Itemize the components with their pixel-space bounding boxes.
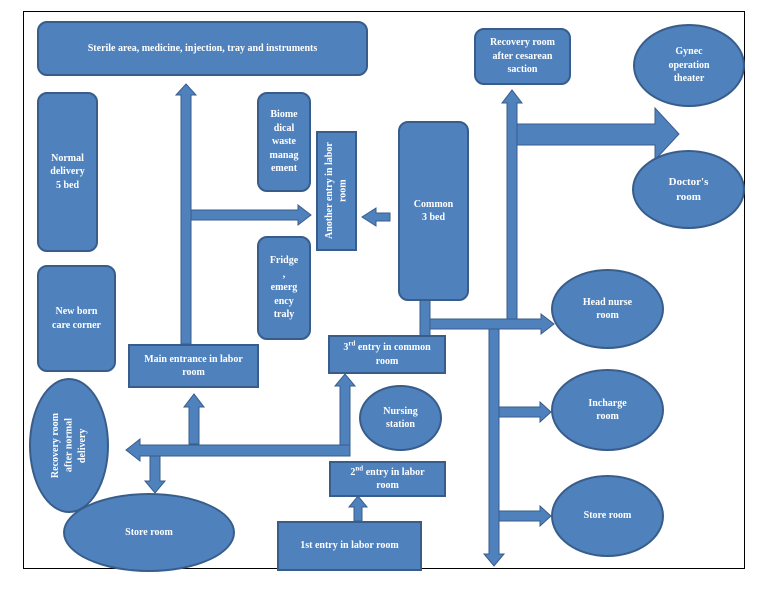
arrow-right-shaft-down — [482, 328, 506, 567]
another-entry-box: Another entry in labor room — [316, 131, 357, 251]
recovery-normal-label: Recovery room after normal delivery — [49, 412, 88, 479]
incharge-room-node: Incharge room — [551, 369, 664, 451]
arrow-first-to-second-entry — [347, 495, 369, 522]
arrow-to-main-entrance — [182, 393, 206, 445]
arrow-common-to-another-entry — [361, 207, 391, 227]
recovery-normal-node: Recovery room after normal delivery — [29, 378, 109, 513]
doctors-room-node: Doctor's room — [632, 150, 745, 229]
gynec-operation-theater-node: Gynec operation theater — [633, 24, 745, 107]
fridge-emergency-tray-box: Fridge , emerg ency traly — [257, 236, 311, 340]
new-born-care-corner-box: New born care corner — [37, 265, 116, 372]
arrow-to-recovery-normal — [125, 437, 351, 463]
arrow-to-gynec-doctor — [516, 106, 680, 162]
third-entry-text: entry in common room — [357, 342, 431, 367]
third-entry-num: 3 — [343, 342, 349, 353]
normal-delivery-box: Normal delivery 5 bed — [37, 92, 98, 252]
first-entry-box: 1st entry in labor room — [277, 521, 422, 571]
arrow-to-third-entry — [333, 373, 357, 446]
store-room-right-node: Store room — [551, 475, 664, 557]
second-entry-sup: nd — [355, 464, 364, 473]
store-room-left-node: Store room — [63, 493, 235, 572]
arrow-to-head-nurse — [421, 312, 555, 336]
nursing-station-node: Nursing station — [359, 385, 442, 451]
third-entry-sup: rd — [348, 339, 356, 348]
main-entrance-box: Main entrance in labor room — [128, 344, 259, 388]
second-entry-label: 2nd entry in labor room — [350, 464, 425, 493]
biomedical-waste-box: Biome dical waste manag ement — [257, 92, 311, 192]
second-entry-num: 2 — [350, 466, 356, 478]
second-entry-text: entry in labor room — [365, 466, 425, 492]
common-3-bed-box: Common 3 bed — [398, 121, 469, 301]
arrow-to-recovery-cesarean — [500, 89, 524, 323]
arrow-to-store-right — [498, 504, 552, 528]
third-entry-label: 3rd entry in common room — [343, 339, 431, 368]
another-entry-label: Another entry in labor room — [324, 142, 349, 240]
arrow-to-sterile-area — [174, 83, 198, 345]
arrow-to-incharge — [498, 400, 552, 424]
third-entry-box: 3rd entry in common room — [328, 335, 446, 374]
recovery-cesarean-box: Recovery room after cesarean saction — [474, 28, 571, 85]
common-bed-connector — [419, 299, 431, 337]
arrow-to-another-entry — [190, 203, 312, 227]
head-nurse-room-node: Head nurse room — [551, 269, 664, 349]
arrow-to-store-left — [143, 455, 167, 494]
second-entry-box: 2nd entry in labor room — [329, 461, 446, 497]
sterile-area-box: Sterile area, medicine, injection, tray … — [37, 21, 368, 76]
